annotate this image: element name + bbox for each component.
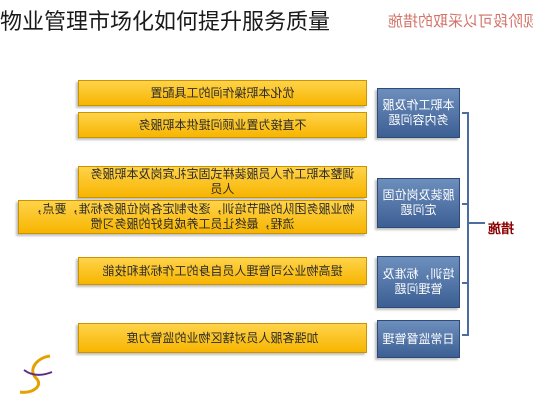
measure-box: 不直接为置业顾问提供本职服务 — [78, 112, 367, 138]
branch-line — [462, 112, 469, 114]
branch-line — [462, 203, 469, 205]
slide-heading: 现阶段可以采取的措施 — [388, 12, 533, 30]
category-box: 本职工作及服务内容问题 — [377, 88, 460, 138]
category-box: 服装及岗位固定问题 — [377, 178, 460, 228]
trunk-line — [467, 112, 469, 336]
measure-box: 物业服务团队的细节培训，逐步制定各岗位服务标准，要点，流程，最终让员工养成良好的… — [18, 200, 367, 234]
branch-line — [462, 334, 469, 336]
branch-line — [462, 282, 469, 284]
category-box: 日常监督管理 — [377, 320, 460, 358]
root-node: 措施 — [488, 222, 515, 237]
measure-box: 优化本职操作间的工具配置 — [78, 80, 367, 106]
measure-box: 加强客服人员对辖区物业的监管力度 — [78, 323, 367, 353]
company-logo-icon — [19, 354, 53, 394]
root-connector — [467, 222, 485, 224]
measure-box: 提高物业公司管理人员自身的工作标准和技能 — [78, 257, 367, 285]
page-title: 物业管理市场化如何提升服务质量 — [0, 10, 331, 35]
category-box: 培训，标准及管理问题 — [377, 256, 460, 308]
measure-box: 调整本职工作人员服装样式固定礼宾岗及本职服务人员 — [78, 166, 367, 198]
